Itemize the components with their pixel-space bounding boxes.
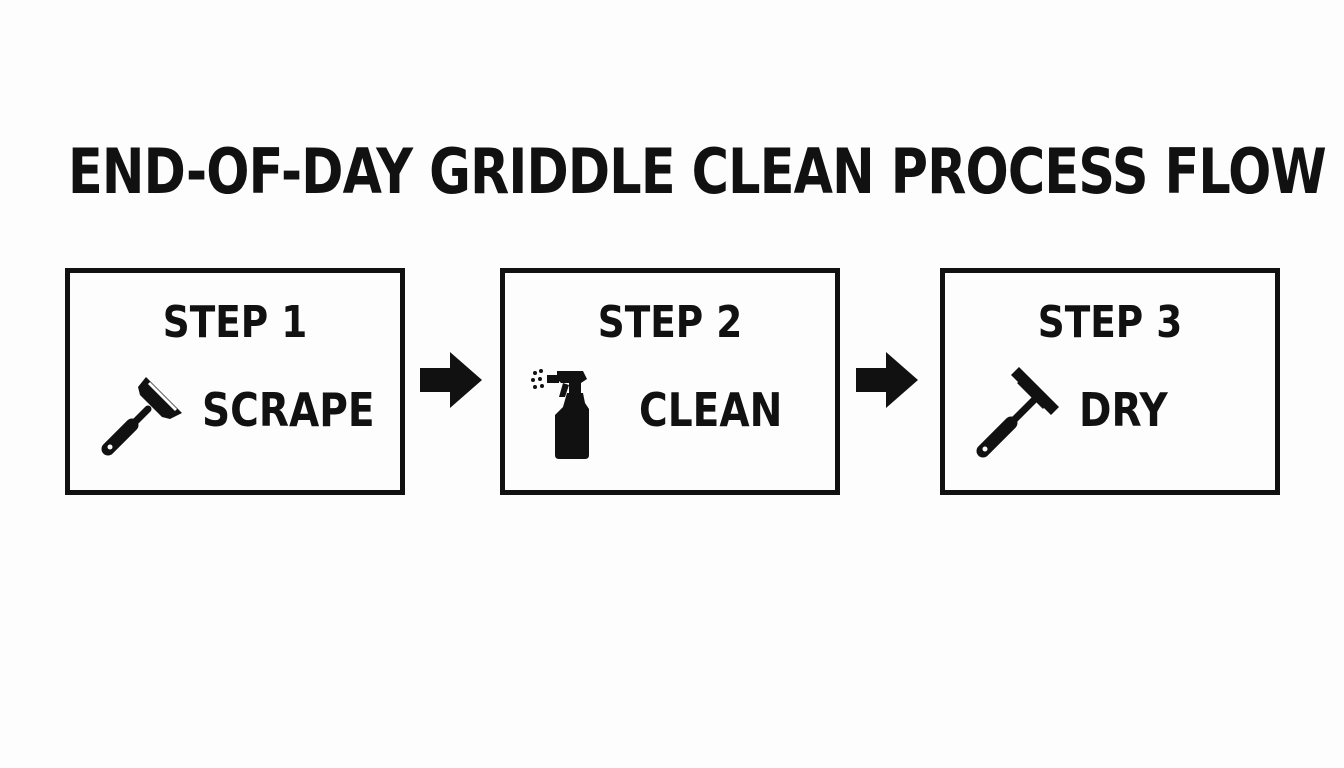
step-label: CLEAN	[639, 383, 783, 437]
step-heading: STEP 3	[1037, 297, 1183, 348]
step-heading: STEP 1	[162, 297, 308, 348]
step-box-scrape: STEP 1 SCRAPE	[65, 268, 405, 495]
step-label: DRY	[1079, 383, 1168, 437]
step-label: SCRAPE	[202, 383, 375, 437]
scraper-icon	[101, 377, 182, 456]
squeegee-icon	[976, 367, 1059, 458]
step-heading: STEP 2	[597, 297, 743, 348]
step-box-clean: STEP 2 CLEAN	[500, 268, 840, 495]
arrow-right-icon	[856, 352, 918, 408]
arrow-right-icon	[420, 352, 482, 408]
spray-bottle-icon	[531, 369, 589, 459]
diagram-title: END-OF-DAY GRIDDLE CLEAN PROCESS FLOW	[68, 135, 1327, 208]
step-box-dry: STEP 3 DRY	[940, 268, 1280, 495]
